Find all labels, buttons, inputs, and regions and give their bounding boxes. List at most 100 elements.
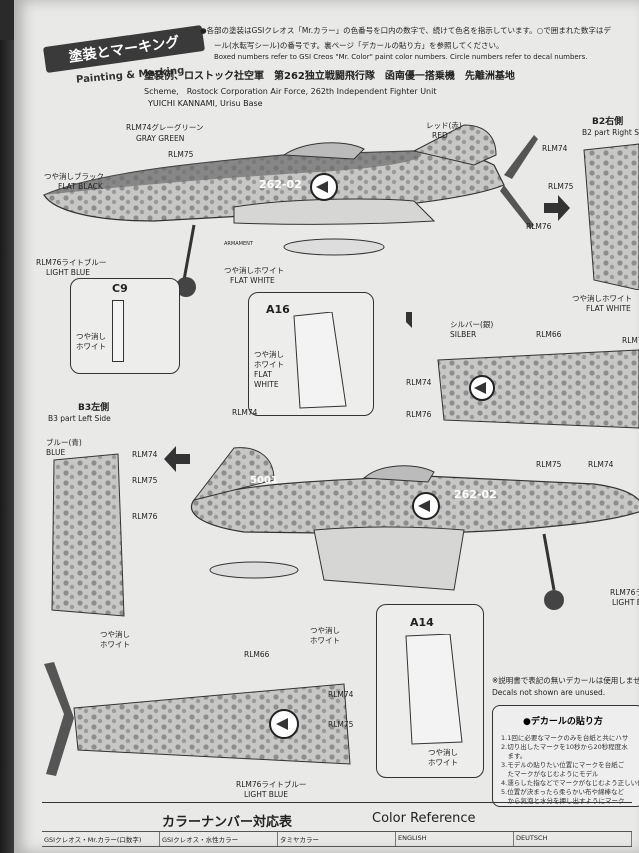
inset-c9-part [112, 300, 124, 362]
label-silver: SILBER [450, 330, 477, 339]
color-table-header-row: GSIクレオス・Mr.カラー(口数字) GSIクレオス・水性カラー タミヤカラー… [42, 831, 632, 847]
aircraft-belly-drawing [437, 349, 639, 429]
b2-label-rlm75: RLM75 [548, 182, 574, 191]
label-rlm74-mid-left: RLM74 [232, 408, 258, 417]
label-red-jp: レッド(赤) [426, 121, 462, 130]
label-light-blue-jp-mid: RLM76ライトブルー [610, 588, 639, 597]
color-reference-table: カラーナンバー対応表 Color Reference GSIクレオス・Mr.カラ… [42, 802, 632, 853]
decal-step: 4.濡らした指などでマークがなじむよう正しい位 [501, 779, 639, 787]
label-gray-green: GRAY GREEN [136, 134, 185, 143]
label-light-blue-bottom: LIGHT BLUE [244, 790, 288, 799]
aircraft-right-side-drawing [43, 124, 538, 297]
decal-step: たマークがなじむようにモデル [501, 770, 599, 778]
label-light-blue-mid: LIGHT BLUE [612, 598, 639, 607]
label-light-blue-jp-bottom: RLM76ライトブルー [236, 780, 307, 789]
label-rlm74-mid-right: RLM74 [588, 460, 614, 469]
note-unused-en: Decals not shown are unused. [492, 688, 606, 697]
inset-a16-flat-en: FLAT [254, 370, 272, 379]
decal-step: 1.1回に必要なマークのみを台紙と共にハサ [501, 734, 629, 742]
b2-flat-white: FLAT WHITE [586, 304, 631, 313]
inset-c9-white: ホワイト [76, 342, 106, 351]
arrow-right-icon [544, 195, 570, 221]
scheme-en: Scheme, Rostock Corporation Air Force, 2… [144, 87, 437, 96]
b3-title-en: B3 part Left Side [48, 414, 111, 423]
label-rlm75-top: RLM75 [168, 150, 194, 159]
color-table-col: GSIクレオス・水性カラー [160, 832, 278, 846]
label-rlm74-gray-green: RLM74グレーグリーン [126, 123, 204, 132]
decal-step: から気泡と水分を押し出すようにマーク [501, 797, 625, 805]
b3-blue-jp: ブルー(青) [46, 438, 82, 447]
label-rlm75-bottom: RLM75 [328, 720, 354, 729]
tail-code-mid: 5001 [250, 475, 278, 486]
b2-label-rlm74: RLM74 [542, 144, 568, 153]
color-table-col: ENGLISH [396, 832, 514, 846]
b3-white-jp: ホワイト [100, 640, 130, 649]
aircraft-top-view-drawing [44, 662, 351, 776]
inset-a16-flat-jp: つや消し [254, 350, 284, 359]
label-flat-white-top: FLAT WHITE [230, 276, 275, 285]
inset-a16-title: A16 [266, 303, 290, 316]
inset-a14-title: A14 [410, 616, 434, 629]
b3-rlm76: RLM76 [132, 512, 158, 521]
aircraft-left-side-drawing [191, 447, 639, 610]
arrow-left-icon [164, 446, 190, 472]
inset-a16-part [293, 312, 347, 409]
b3-rlm74: RLM74 [132, 450, 158, 459]
scheme-jp: 塗装例、ロストック社空軍 第262独立戦闘飛行隊 函南優一搭乗機 先離洲基地 [144, 71, 515, 82]
label-rlm76-mid-right: RLM76 [622, 336, 639, 345]
color-table-col: GSIクレオス・Mr.カラー(口数字) [42, 832, 160, 846]
inset-a14-white: ホワイト [428, 758, 458, 767]
b3-tail-drawing [51, 453, 125, 617]
label-light-blue-top: LIGHT BLUE [46, 268, 90, 277]
fuselage-code-top: 262-02 [259, 178, 302, 191]
note-jp-line-2: ール(水転写シール)の番号です。裏ページ「デカールの貼り方」を参照してください。 [214, 41, 504, 50]
inset-c9 [70, 278, 180, 374]
decal-step: 2.切り出したマークを10秒から20秒程度水 [501, 743, 628, 751]
color-table-col: DEUTSCH [514, 832, 632, 846]
label-rlm74-mid: RLM74 [406, 378, 432, 387]
b3-title-jp: B3左側 [78, 403, 110, 413]
decal-step: 5.位置が決まったら柔らかい布や綿棒など [501, 788, 624, 796]
b3-blue: BLUE [46, 448, 66, 457]
inset-c9-flat: つや消し [76, 332, 106, 341]
inset-a14-part [405, 634, 463, 745]
label-light-blue-jp-top: RLM76ライトブルー [36, 258, 107, 267]
label-rlm76-top: RLM76 [526, 222, 552, 231]
color-table-title-jp: カラーナンバー対応表 [162, 815, 293, 830]
b2-flat-white-jp: つや消しホワイト [572, 294, 632, 303]
arrow-down-right-icon [390, 306, 412, 328]
binder-edge [0, 40, 14, 853]
color-table-title-en: Color Reference [372, 811, 476, 826]
decal-instructions-title: ●デカールの貼り方 [523, 717, 603, 727]
fuselage-code-mid: 262-02 [454, 488, 497, 501]
color-table-col: タミヤカラー [278, 832, 396, 846]
label-rlm76-mid: RLM76 [406, 410, 432, 419]
label-silver-jp: シルバー(銀) [450, 320, 494, 329]
label-rlm75-mid-right: RLM75 [536, 460, 562, 469]
armament-label-top: ARMAMENT [224, 241, 253, 247]
label-red: RED [432, 131, 448, 140]
label-rlm66-mid: RLM66 [536, 330, 562, 339]
label-rlm74-bottom: RLM74 [328, 690, 354, 699]
note-en-line-1: Boxed numbers refer to GSI Creos "Mr. Co… [214, 53, 588, 61]
label-rlm66-bottom: RLM66 [244, 650, 270, 659]
inset-a16-white-jp: ホワイト [254, 360, 284, 369]
decal-step: ます。 [501, 752, 527, 760]
instruction-sheet: 塗装とマーキング Painting & Marking ●各部の塗装はGSIクレ… [14, 0, 639, 853]
label-flat-white-jp-top: つや消しホワイト [224, 266, 284, 275]
b3-rlm75: RLM75 [132, 476, 158, 485]
b2-title-en: B2 part Right Side [582, 128, 639, 137]
label-white-mid-jp: ホワイト [310, 636, 340, 645]
decal-step: 3.モデルの貼りたい位置にマークを台紙ご [501, 761, 625, 769]
note-unused-jp: ※説明書で表記の無いデカールは使用しません。 [492, 676, 639, 685]
b2-title-jp: B2右側 [592, 117, 624, 127]
label-flat-black-jp: つや消しブラック [44, 172, 104, 181]
b3-flat-jp: つや消し [100, 630, 130, 639]
inset-a16-white-en: WHITE [254, 380, 279, 389]
inset-a14-flat: つや消し [428, 748, 458, 757]
pilot-en: YUICHI KANNAMI, Urisu Base [148, 99, 263, 108]
label-flat-mid-jp: つや消し [310, 626, 340, 635]
inset-c9-title: C9 [112, 282, 128, 295]
b2-tail-drawing [583, 143, 639, 290]
label-flat-black: FLAT BLACK [58, 182, 103, 191]
